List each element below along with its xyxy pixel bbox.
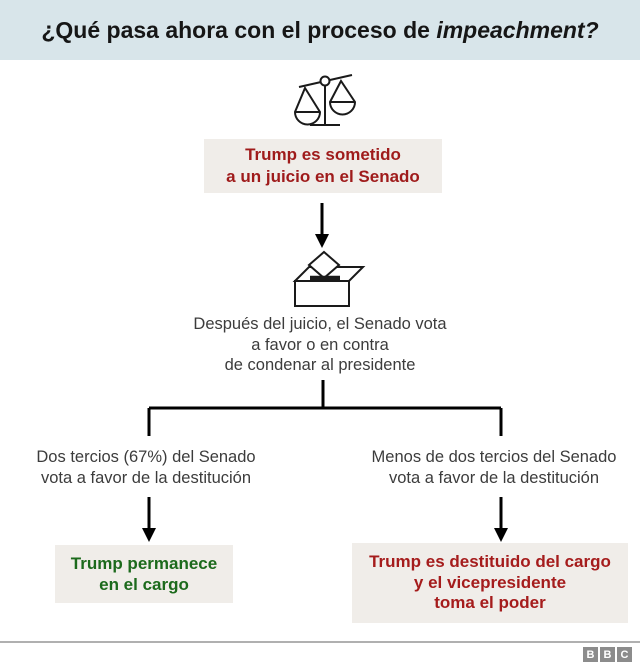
condition-two-thirds: Dos tercios (67%) del Senado vota a favo… bbox=[36, 448, 256, 487]
outcome-removed-from-office-box: Trump es destituido del cargo y el vicep… bbox=[352, 543, 628, 623]
senate-trial-box: Trump es sometido a un juicio en el Sena… bbox=[204, 139, 442, 193]
page-title-italic: impeachment? bbox=[436, 16, 599, 43]
footer-separator bbox=[0, 641, 640, 643]
outcome-remains-in-office-box: Trump permanece en el cargo bbox=[55, 545, 233, 603]
bbc-logo-block-c: C bbox=[617, 647, 632, 662]
ballot-box-icon bbox=[286, 248, 366, 308]
down-arrow-icon bbox=[314, 203, 330, 248]
branch-connector bbox=[0, 378, 640, 436]
bbc-logo-block-b2: B bbox=[600, 647, 615, 662]
down-arrow-icon-right bbox=[493, 497, 509, 542]
page-title: ¿Qué pasa ahora con el proceso de impeac… bbox=[41, 17, 598, 44]
down-arrow-icon-left bbox=[141, 497, 157, 542]
scales-of-justice-icon bbox=[290, 72, 360, 132]
bbc-logo-block-b1: B bbox=[583, 647, 598, 662]
header-bar: ¿Qué pasa ahora con el proceso de impeac… bbox=[0, 0, 640, 60]
condition-less-than-two-thirds: Menos de dos tercios del Senado vota a f… bbox=[371, 448, 617, 487]
bbc-logo: B B C bbox=[583, 647, 632, 662]
senate-vote-caption: Después del juicio, el Senado vota a fav… bbox=[193, 315, 447, 374]
page-title-regular: ¿Qué pasa ahora con el proceso de bbox=[41, 16, 437, 43]
